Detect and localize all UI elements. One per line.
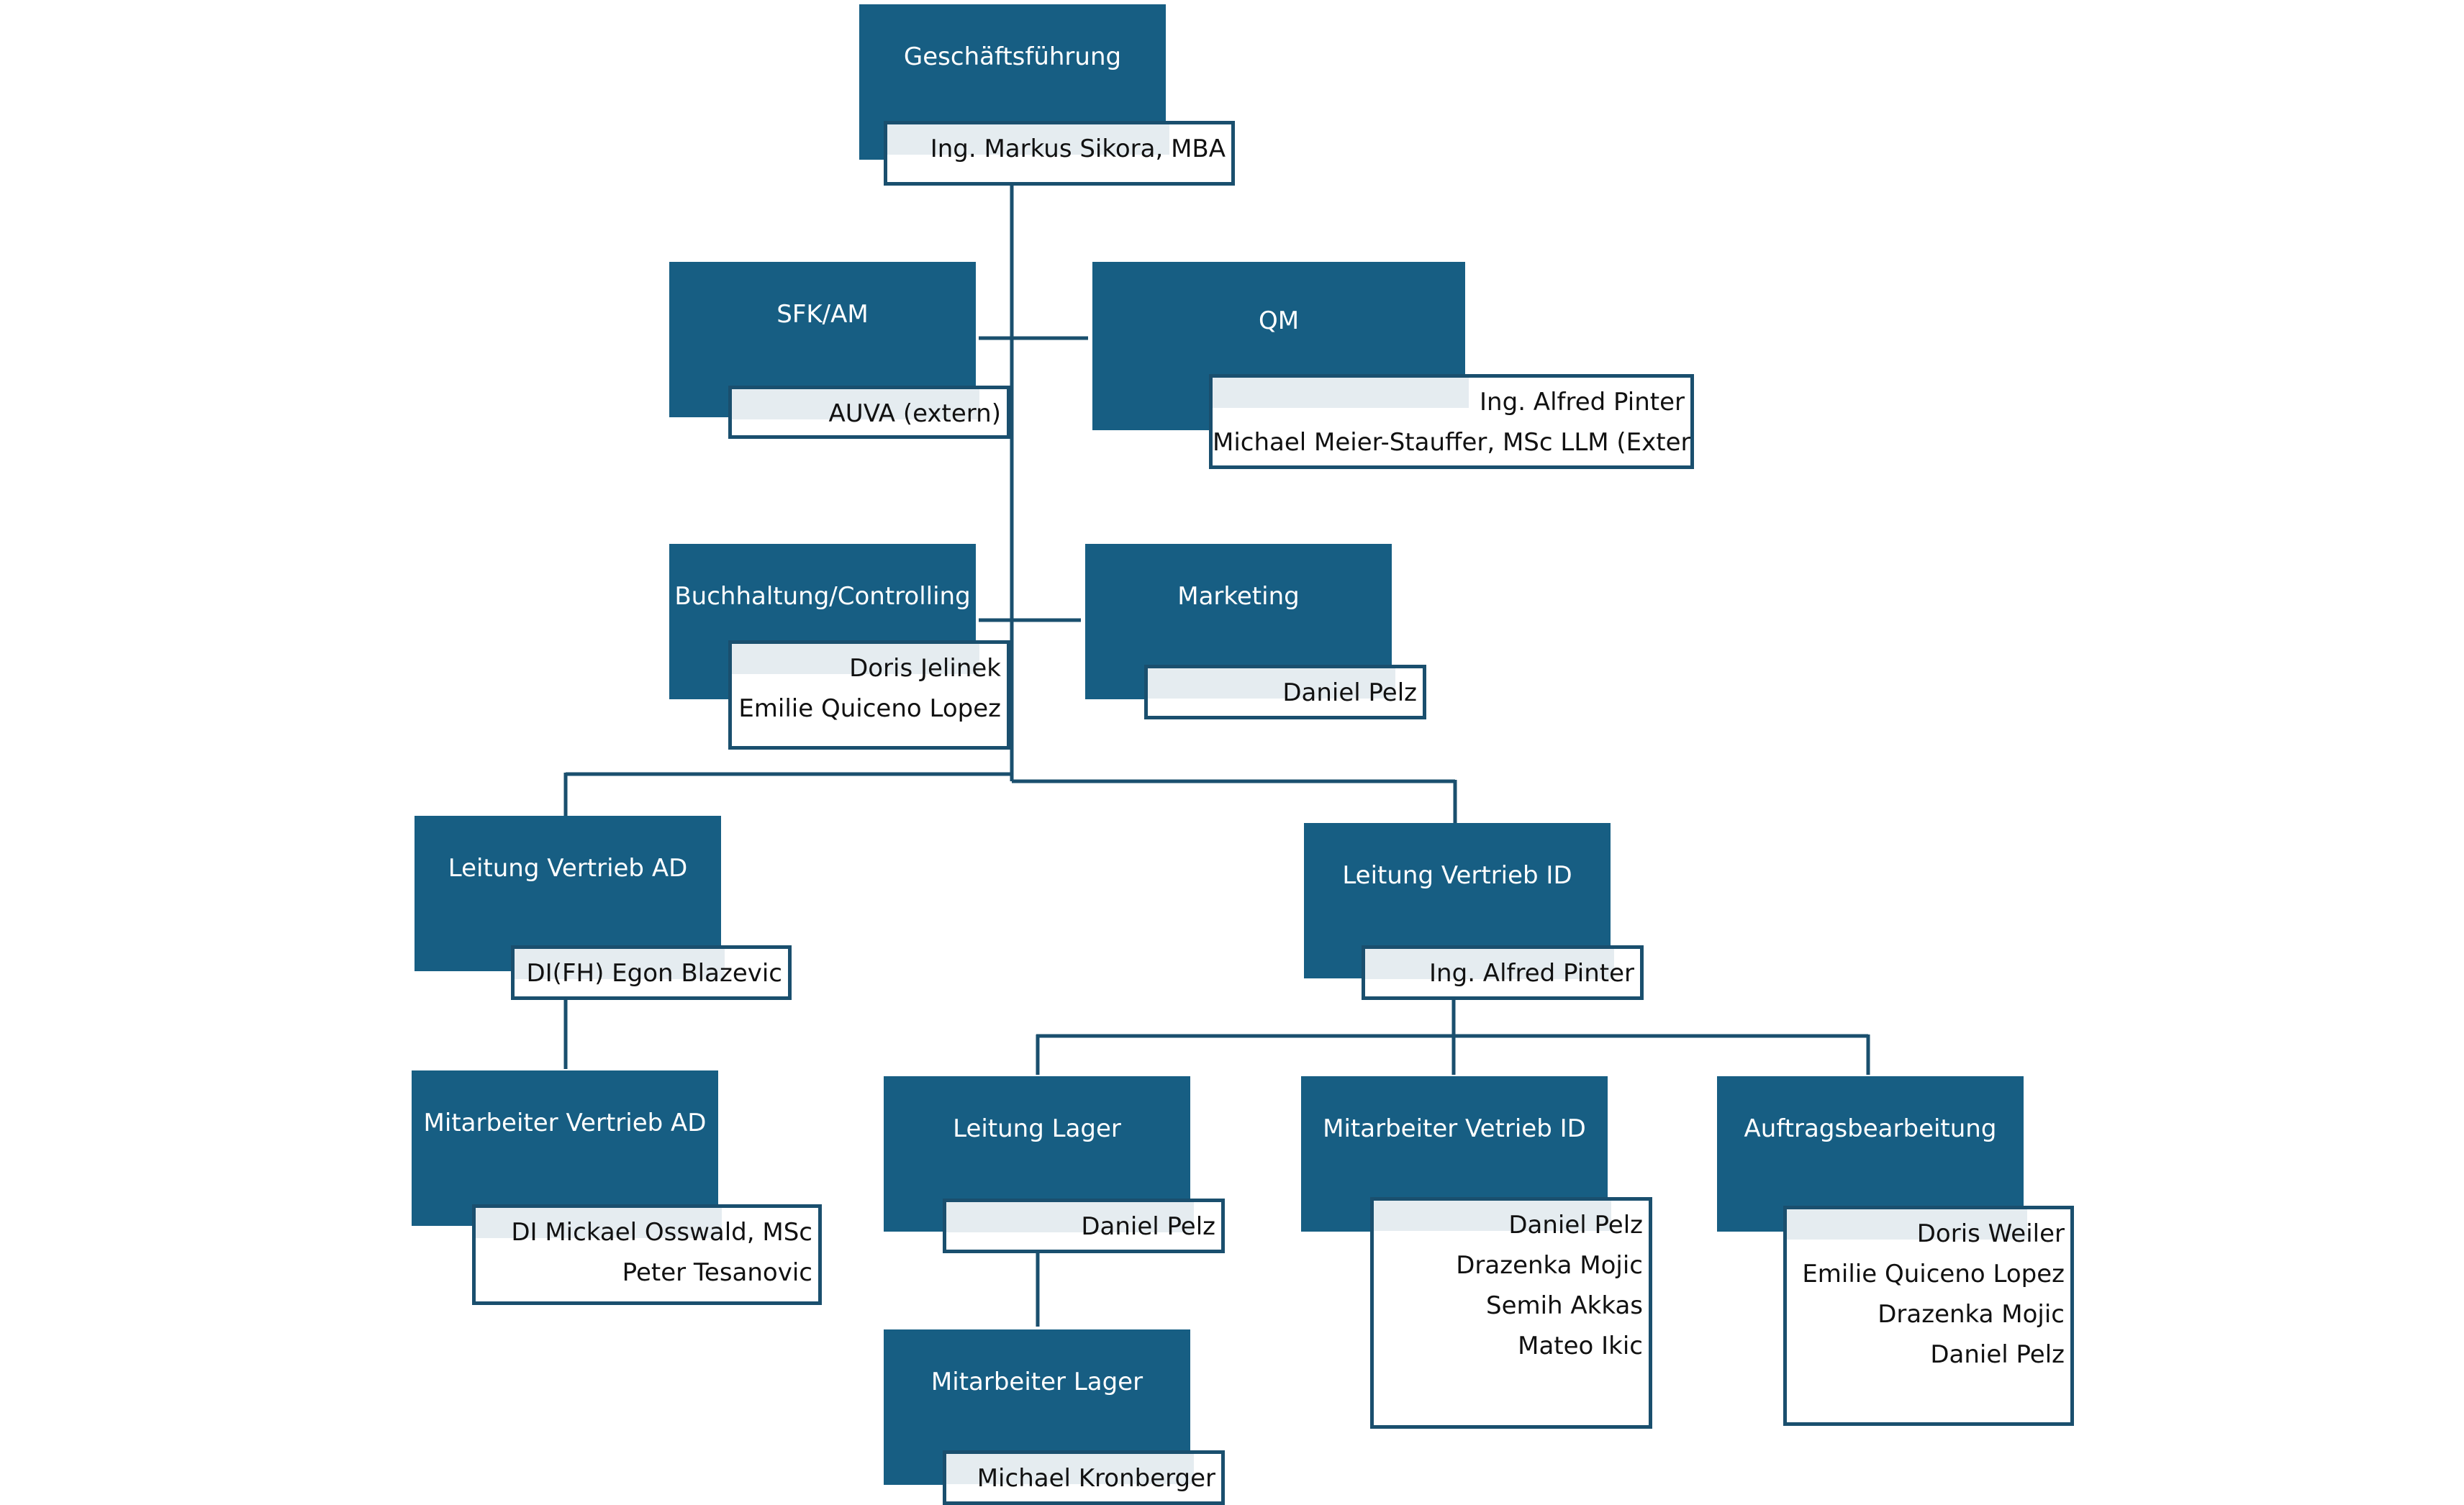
people-tint xyxy=(1374,1201,1611,1231)
org-node-title: Leitung Vertrieb ID xyxy=(1304,823,1611,928)
org-node-people: Ing. Alfred Pinter xyxy=(1362,945,1644,1000)
people-tint xyxy=(732,644,979,674)
people-tint xyxy=(1213,378,1469,408)
person-name: Daniel Pelz xyxy=(1081,1212,1215,1241)
org-node-title: Marketing xyxy=(1085,544,1392,649)
org-node-people: AUVA (extern) xyxy=(728,386,1010,439)
people-tint xyxy=(946,1454,1194,1484)
person-name: Daniel Pelz xyxy=(1282,678,1417,707)
person-name: Emilie Quiceno Lopez xyxy=(1802,1260,2065,1288)
org-node-people: Daniel Pelz xyxy=(1144,665,1426,719)
person-name: AUVA (extern) xyxy=(828,399,1001,428)
person-name: Doris Weiler xyxy=(1916,1219,2065,1248)
person-name: Doris Jelinek xyxy=(849,654,1001,683)
person-name: Michael Kronberger xyxy=(977,1464,1215,1493)
people-tint xyxy=(732,389,979,419)
person-name: Ing. Alfred Pinter xyxy=(1480,388,1685,417)
people-tint xyxy=(887,124,1169,155)
org-node-title: Mitarbeiter Vertrieb AD xyxy=(412,1070,718,1176)
org-node-title: Mitarbeiter Lager xyxy=(884,1329,1190,1434)
people-tint xyxy=(476,1208,722,1238)
org-node-title: Buchhaltung/Controlling xyxy=(669,544,976,649)
org-node-title: Auftragsbearbeitung xyxy=(1717,1076,2024,1181)
person-name: DI Mickael Osswald, MSc xyxy=(511,1218,812,1247)
people-tint xyxy=(1365,949,1614,979)
org-node-title: Leitung Vertrieb AD xyxy=(415,816,721,921)
org-node-title: Leitung Lager xyxy=(884,1076,1190,1181)
person-name: Drazenka Mojic xyxy=(1456,1251,1643,1280)
person-name: Daniel Pelz xyxy=(1508,1211,1643,1240)
person-name: Semih Akkas xyxy=(1485,1291,1643,1320)
person-name: Drazenka Mojic xyxy=(1878,1300,2065,1329)
person-name: Daniel Pelz xyxy=(1930,1340,2065,1369)
org-node-title: QM xyxy=(1092,262,1465,380)
org-node-title: SFK/AM xyxy=(669,262,976,367)
org-node-title: Mitarbeiter Vetrieb ID xyxy=(1301,1076,1608,1181)
people-tint xyxy=(515,949,725,979)
person-name: Michael Meier-Stauffer, MSc LLM (Extern) xyxy=(1213,428,1694,457)
person-name: Peter Tesanovic xyxy=(622,1258,812,1287)
org-node-title: Geschäftsführung xyxy=(859,4,1166,109)
org-node-people: Daniel Pelz xyxy=(943,1199,1225,1253)
org-node-people: Ing. Markus Sikora, MBA xyxy=(884,121,1235,186)
person-name: Ing. Alfred Pinter xyxy=(1429,959,1634,988)
org-node-people: Michael Kronberger xyxy=(943,1450,1225,1505)
people-tint xyxy=(1787,1209,2027,1240)
person-name: DI(FH) Egon Blazevic xyxy=(526,959,782,988)
people-tint xyxy=(1148,668,1395,699)
org-node-people: DI(FH) Egon Blazevic xyxy=(511,945,792,1000)
people-tint xyxy=(946,1202,1194,1232)
person-name: Mateo Ikic xyxy=(1518,1332,1643,1360)
person-name: Ing. Markus Sikora, MBA xyxy=(930,135,1226,163)
person-name: Emilie Quiceno Lopez xyxy=(738,694,1001,723)
